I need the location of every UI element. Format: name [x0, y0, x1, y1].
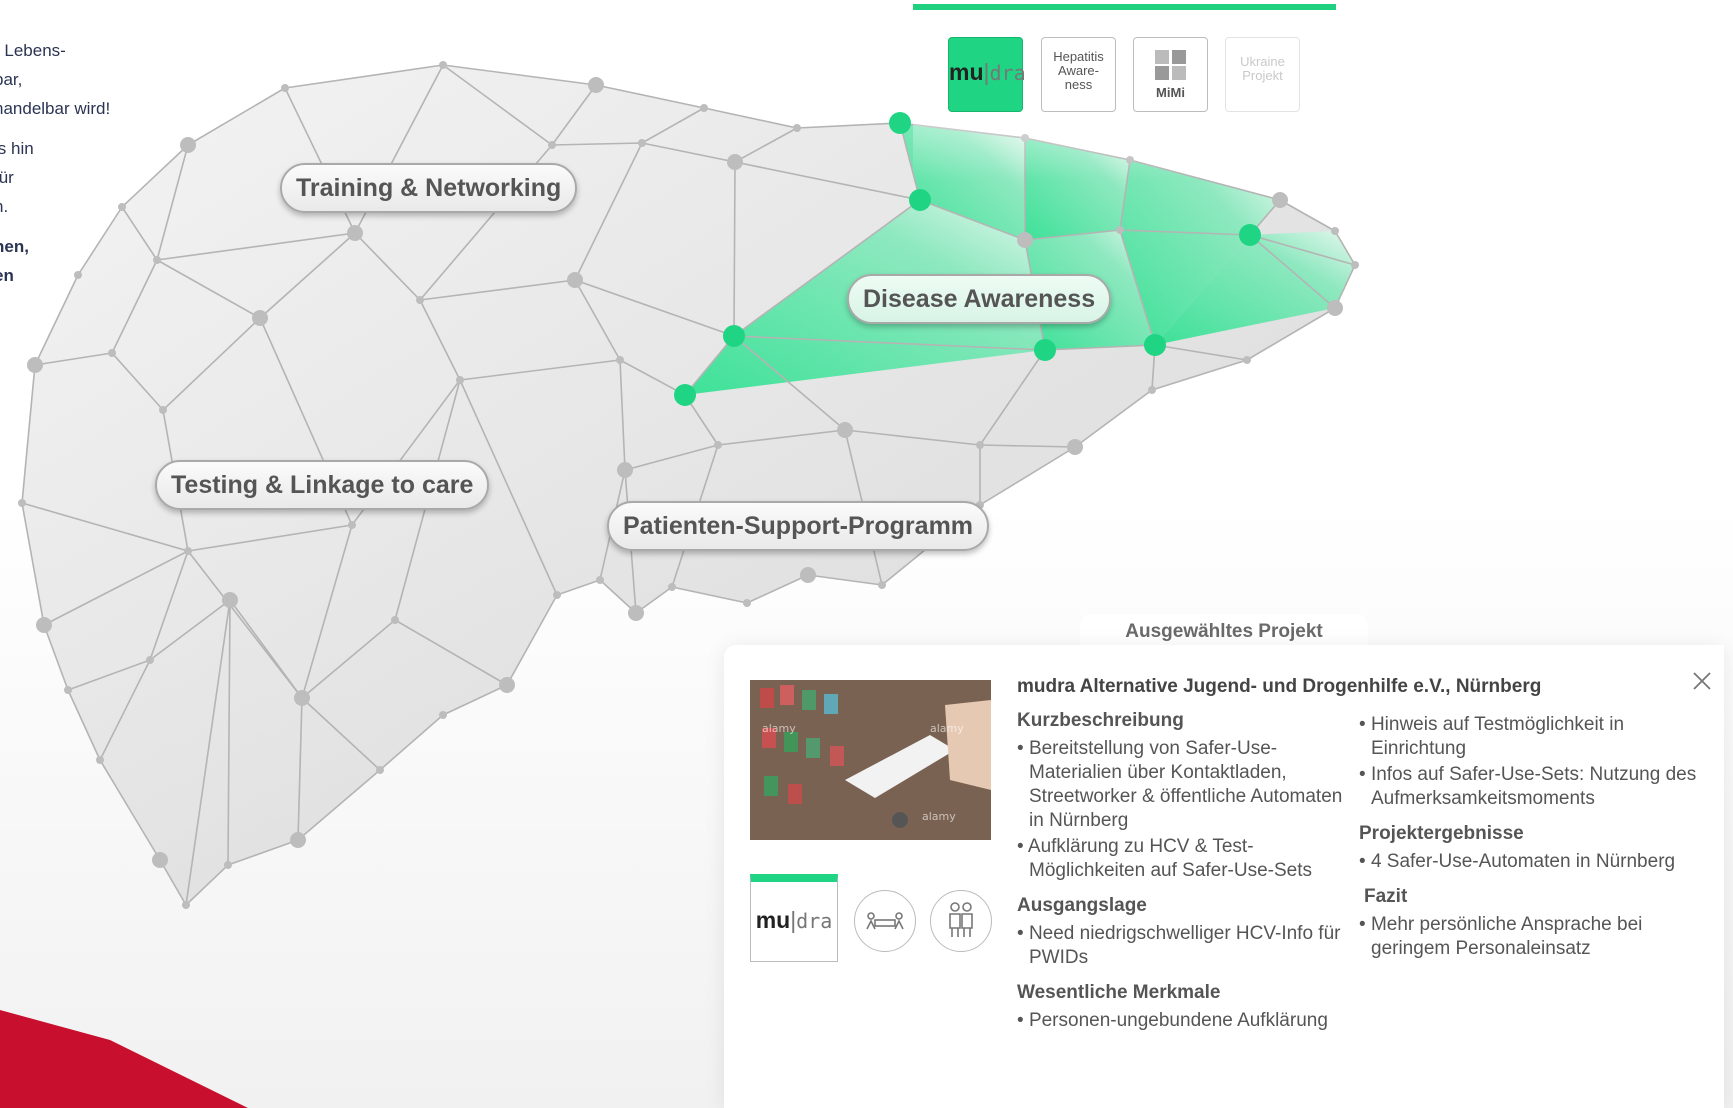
project-tile-mimi[interactable]: MiMi: [1133, 37, 1208, 112]
svg-text:alamy: alamy: [762, 722, 796, 735]
intro-text: r Lebens-bar,handelbar wird! is hinfürn.…: [0, 41, 111, 285]
project-details-left: mudra Alternative Jugend- und Drogenhilf…: [1017, 675, 1541, 1044]
red-corner-shape: [0, 1010, 248, 1108]
close-icon[interactable]: [1690, 669, 1714, 693]
project-tile-mudra[interactable]: mu|dra: [948, 37, 1026, 112]
project-photo: alamy alamy alamy: [750, 680, 991, 840]
project-title: mudra Alternative Jugend- und Drogenhilf…: [1017, 676, 1542, 697]
vending-machine-image: alamy alamy alamy: [750, 680, 991, 840]
segment-testing-linkage[interactable]: Testing & Linkage to care: [155, 460, 490, 510]
segment-training-networking[interactable]: Training & Networking: [280, 163, 578, 213]
svg-text:alamy: alamy: [930, 722, 964, 735]
mimi-logo-icon: [1154, 50, 1186, 80]
svg-text:alamy: alamy: [922, 810, 956, 823]
project-detail-panel: alamy alamy alamy mu|dra mudra Alternati…: [724, 645, 1724, 1108]
segment-disease-awareness[interactable]: Disease Awareness: [847, 274, 1112, 324]
meeting-icon[interactable]: [854, 890, 916, 952]
project-details-right: Hinweis auf Testmöglichkeit in Einrichtu…: [1359, 713, 1709, 972]
people-icon[interactable]: [930, 890, 992, 952]
segment-patient-support[interactable]: Patienten-Support-Programm: [607, 501, 990, 551]
mimi-label: MiMi: [1156, 85, 1185, 100]
mudra-logo-tile: mu|dra: [750, 874, 838, 962]
